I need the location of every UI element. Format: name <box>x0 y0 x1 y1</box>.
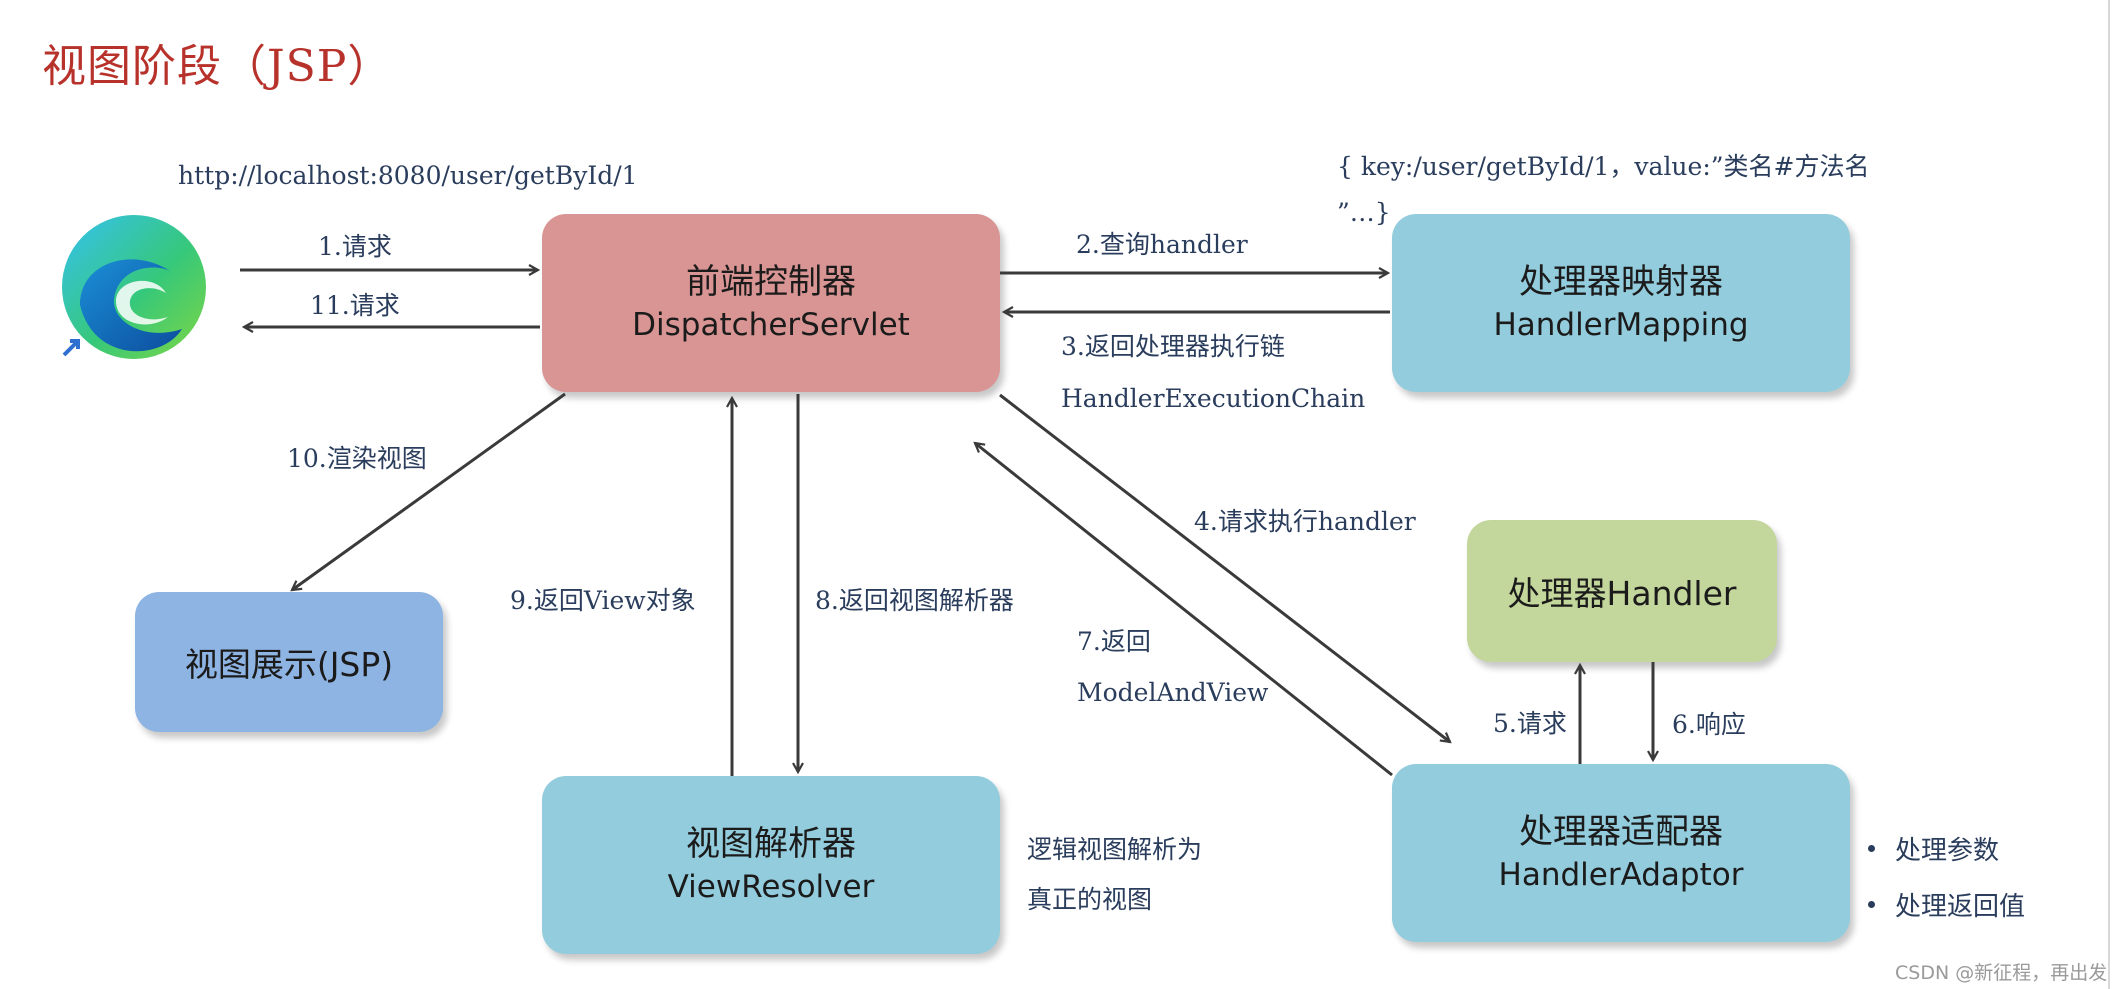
handler-adaptor-subtitle: HandlerAdaptor <box>1498 857 1744 893</box>
view-display-box: 视图展示(JSP) <box>135 592 443 732</box>
dispatcher-title: 前端控制器 <box>686 262 856 302</box>
label-step7-line1: 7.返回 <box>1077 627 1151 656</box>
list-item: 处理参数 <box>1868 820 2025 876</box>
page-edge-divider <box>2108 0 2110 989</box>
url-label: http://localhost:8080/user/getById/1 <box>178 161 638 190</box>
label-step5: 5.请求 <box>1493 709 1567 738</box>
watermark: CSDN @新征程，再出发 <box>1895 962 2108 984</box>
handler-mapping-subtitle: HandlerMapping <box>1493 307 1749 343</box>
view-resolver-title: 视图解析器 <box>686 824 856 864</box>
label-step1: 1.请求 <box>318 232 392 261</box>
bullet-text: 处理参数 <box>1895 835 2000 866</box>
edge-browser-icon <box>62 215 206 359</box>
label-step2: 2.查询handler <box>1076 230 1248 259</box>
arrow-step10 <box>292 392 566 590</box>
label-step9: 9.返回View对象 <box>510 586 696 615</box>
list-item: 处理返回值 <box>1868 876 2025 932</box>
label-step7-line2: ModelAndView <box>1077 678 1269 707</box>
resolver-note-line2: 真正的视图 <box>1027 885 1153 914</box>
map-note-line1: { key:/user/getById/1，value:”类名#方法名 <box>1337 152 1870 181</box>
handler-label: 处理器Handler <box>1507 574 1737 613</box>
resolver-note-line1: 逻辑视图解析为 <box>1027 835 1203 864</box>
handler-mapping-box: 处理器映射器 HandlerMapping <box>1392 214 1850 392</box>
view-resolver-box: 视图解析器 ViewResolver <box>542 776 1000 954</box>
label-step3-line2: HandlerExecutionChain <box>1061 384 1366 413</box>
handler-mapping-title: 处理器映射器 <box>1519 262 1723 302</box>
handler-adaptor-title: 处理器适配器 <box>1519 812 1723 852</box>
arrow-step7 <box>975 443 1393 777</box>
dispatcher-subtitle: DispatcherServlet <box>632 307 910 343</box>
adaptor-bullet-list: 处理参数 处理返回值 <box>1868 820 2025 932</box>
label-step4: 4.请求执行handler <box>1194 507 1416 536</box>
label-step3-line1: 3.返回处理器执行链 <box>1061 332 1285 361</box>
label-step10: 10.渲染视图 <box>287 444 427 473</box>
label-step8: 8.返回视图解析器 <box>815 586 1014 615</box>
label-step11: 11.请求 <box>310 291 400 320</box>
bullet-text: 处理返回值 <box>1895 891 2026 922</box>
map-note-line2: ”…} <box>1337 198 1391 227</box>
arrow-step4 <box>999 393 1450 742</box>
handler-box: 处理器Handler <box>1467 520 1777 662</box>
handler-adaptor-box: 处理器适配器 HandlerAdaptor <box>1392 764 1850 942</box>
label-step6: 6.响应 <box>1672 710 1746 739</box>
dispatcher-servlet-box: 前端控制器 DispatcherServlet <box>542 214 1000 392</box>
bullet-dot <box>1868 844 1875 852</box>
view-resolver-subtitle: ViewResolver <box>667 869 875 905</box>
bullet-dot <box>1868 900 1875 908</box>
view-display-label: 视图展示(JSP) <box>184 645 394 684</box>
page-title: 视图阶段（JSP） <box>42 41 393 92</box>
